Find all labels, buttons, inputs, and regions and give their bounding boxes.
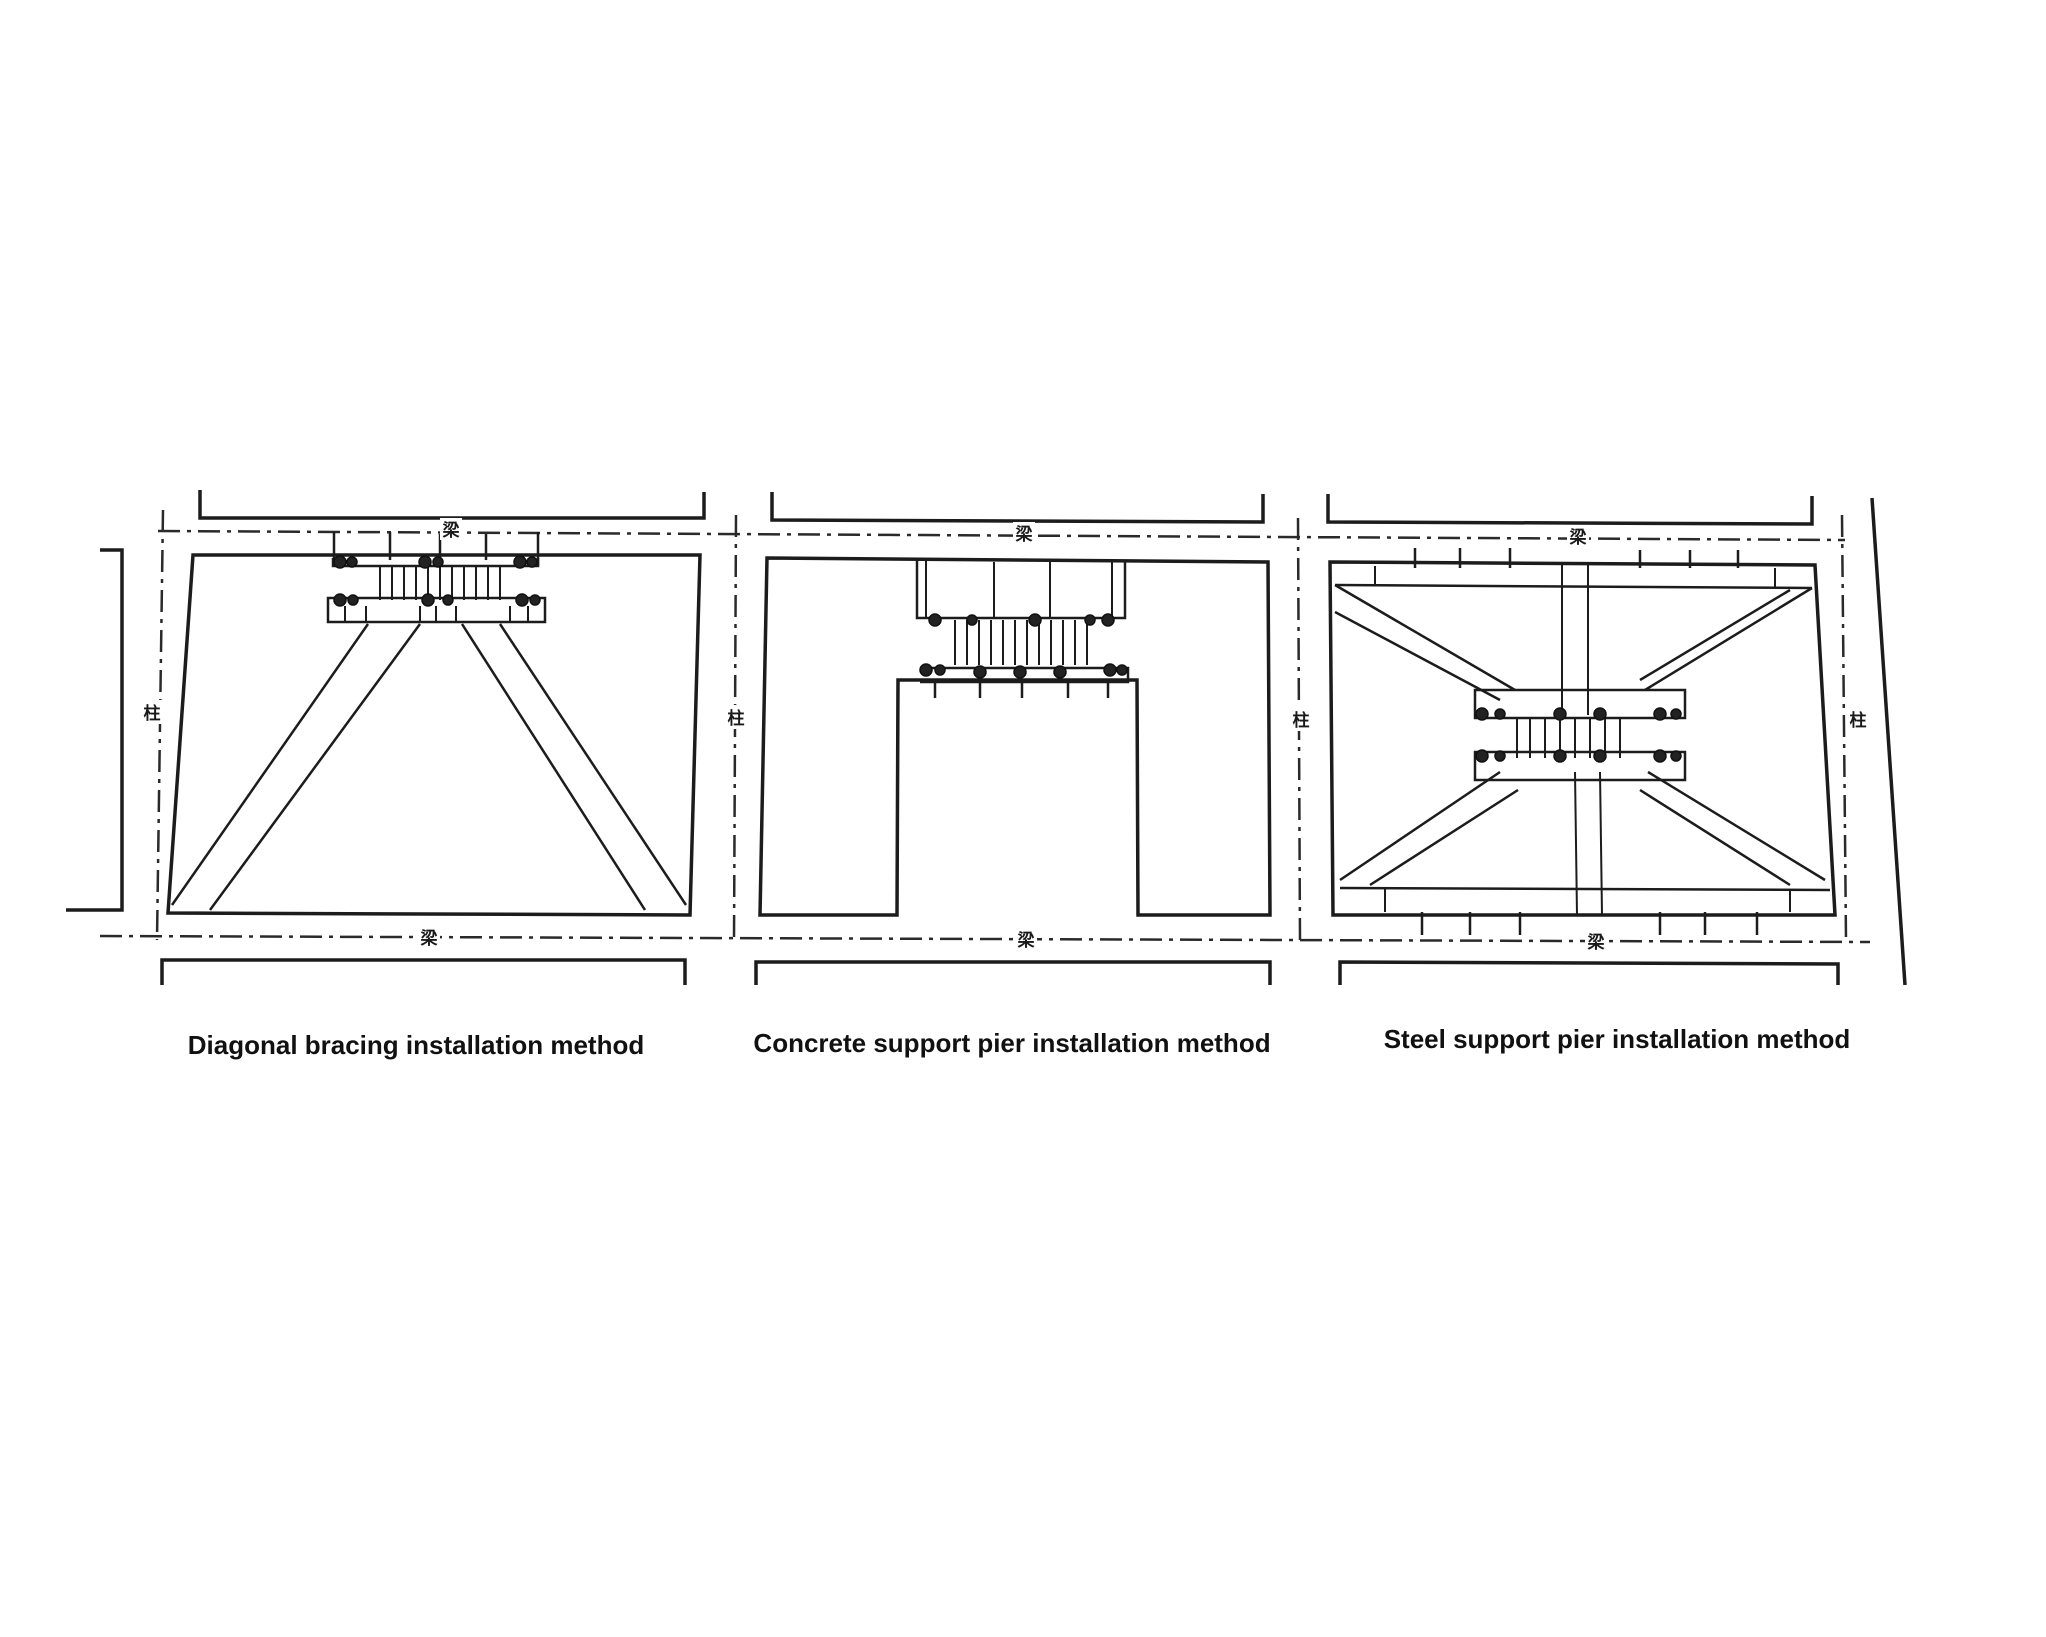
- bottom-flange: [1339, 886, 1831, 935]
- lower-x-braces: [1339, 770, 1826, 887]
- damper-body: [379, 566, 501, 600]
- beam-stub: [915, 558, 1127, 620]
- beam-tag: 梁: [1569, 527, 1588, 548]
- concrete-damper: [928, 613, 1115, 665]
- steel-post: [1561, 565, 1603, 916]
- steel-upper-plate: [1473, 688, 1687, 758]
- steel-lower-plate: [1473, 749, 1687, 782]
- top-flange: [1332, 548, 1816, 590]
- column-tag: 柱: [1293, 710, 1310, 731]
- beam-tag: 梁: [442, 520, 461, 541]
- upper-x-braces: [1334, 583, 1813, 702]
- diagonal-braces: [170, 623, 688, 911]
- lower-plate: [326, 593, 547, 624]
- axis-tags: 梁 梁 梁 梁 梁 梁 柱 柱 柱 柱: [140, 518, 1870, 953]
- axis-lines: [99, 509, 1871, 944]
- pier-plate: [919, 663, 1130, 698]
- column-tag: 柱: [728, 708, 745, 729]
- beam-tag: 梁: [420, 928, 439, 949]
- caption-steel-pier: Steel support pier installation method: [1383, 1024, 1851, 1054]
- column-tag: 柱: [144, 703, 161, 724]
- caption-diagonal-bracing: Diagonal bracing installation method: [187, 1030, 645, 1060]
- beam-tag: 梁: [1017, 930, 1036, 951]
- panel-concrete-pier: [758, 556, 1272, 917]
- panel-diagonal-bracing: [166, 532, 702, 917]
- bolts-upper-plate: [333, 555, 538, 569]
- panel-steel-pier: [1328, 548, 1837, 935]
- beam-tag: 梁: [1015, 524, 1034, 545]
- column-tag: 柱: [1850, 710, 1867, 731]
- beam-tag: 梁: [1587, 932, 1606, 953]
- caption-concrete-pier: Concrete support pier installation metho…: [753, 1028, 1271, 1058]
